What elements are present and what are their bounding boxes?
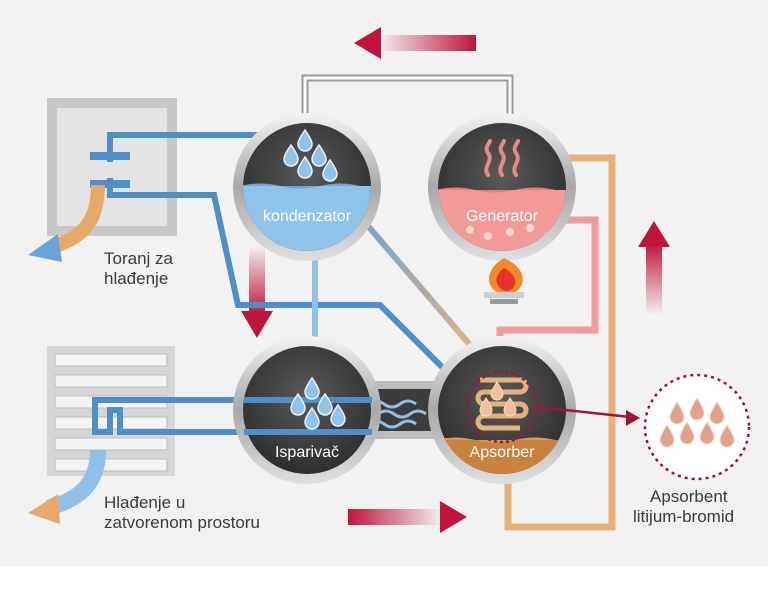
condenser-label: kondenzator xyxy=(262,208,352,225)
absorbent-highlight xyxy=(465,370,539,444)
callout-pointer xyxy=(537,405,631,419)
absorber-coil xyxy=(475,377,529,431)
cooling-water-pipe xyxy=(107,132,458,383)
indoor-cooling-label-line2: zatvorenom prostoru xyxy=(104,513,260,532)
vapor-pipe xyxy=(301,74,514,120)
evaporator-label: Isparivač xyxy=(274,444,340,461)
condenser-vessel xyxy=(233,113,381,261)
cooling-tower-label-line1: Toranj za xyxy=(104,249,173,268)
evaporator-coil xyxy=(244,397,372,435)
water-drops-icon xyxy=(283,128,338,182)
flow-arrow-bottom-right xyxy=(348,501,467,533)
evaporator-vessel xyxy=(233,336,381,484)
chilled-water-pipe xyxy=(92,397,270,435)
absorbent-label-line2: litijum-bromid xyxy=(633,507,735,526)
flow-arrow-up xyxy=(638,221,670,315)
flow-arrow-down xyxy=(241,246,273,338)
flow-arrow-top-left xyxy=(354,27,476,59)
flame-icon xyxy=(484,258,524,304)
indoor-cooling-label-line1: Hlađenje u xyxy=(104,493,186,512)
absorbent-callout xyxy=(643,373,751,481)
generator-vessel xyxy=(428,113,576,261)
cooling-tower-icon xyxy=(47,98,177,236)
absorbent-label-line1: Apsorbent xyxy=(650,487,728,506)
generator-label: Generator xyxy=(465,208,539,225)
absorber-drops-icon xyxy=(479,381,517,417)
evaporator-drops-icon xyxy=(290,376,346,430)
absorber-label: Apsorber xyxy=(469,444,535,461)
heat-waves-icon xyxy=(484,139,520,177)
absorber-vessel xyxy=(428,336,576,484)
solution-loop xyxy=(504,154,616,531)
cooling-tower-label-line2: hlađenje xyxy=(104,269,169,288)
